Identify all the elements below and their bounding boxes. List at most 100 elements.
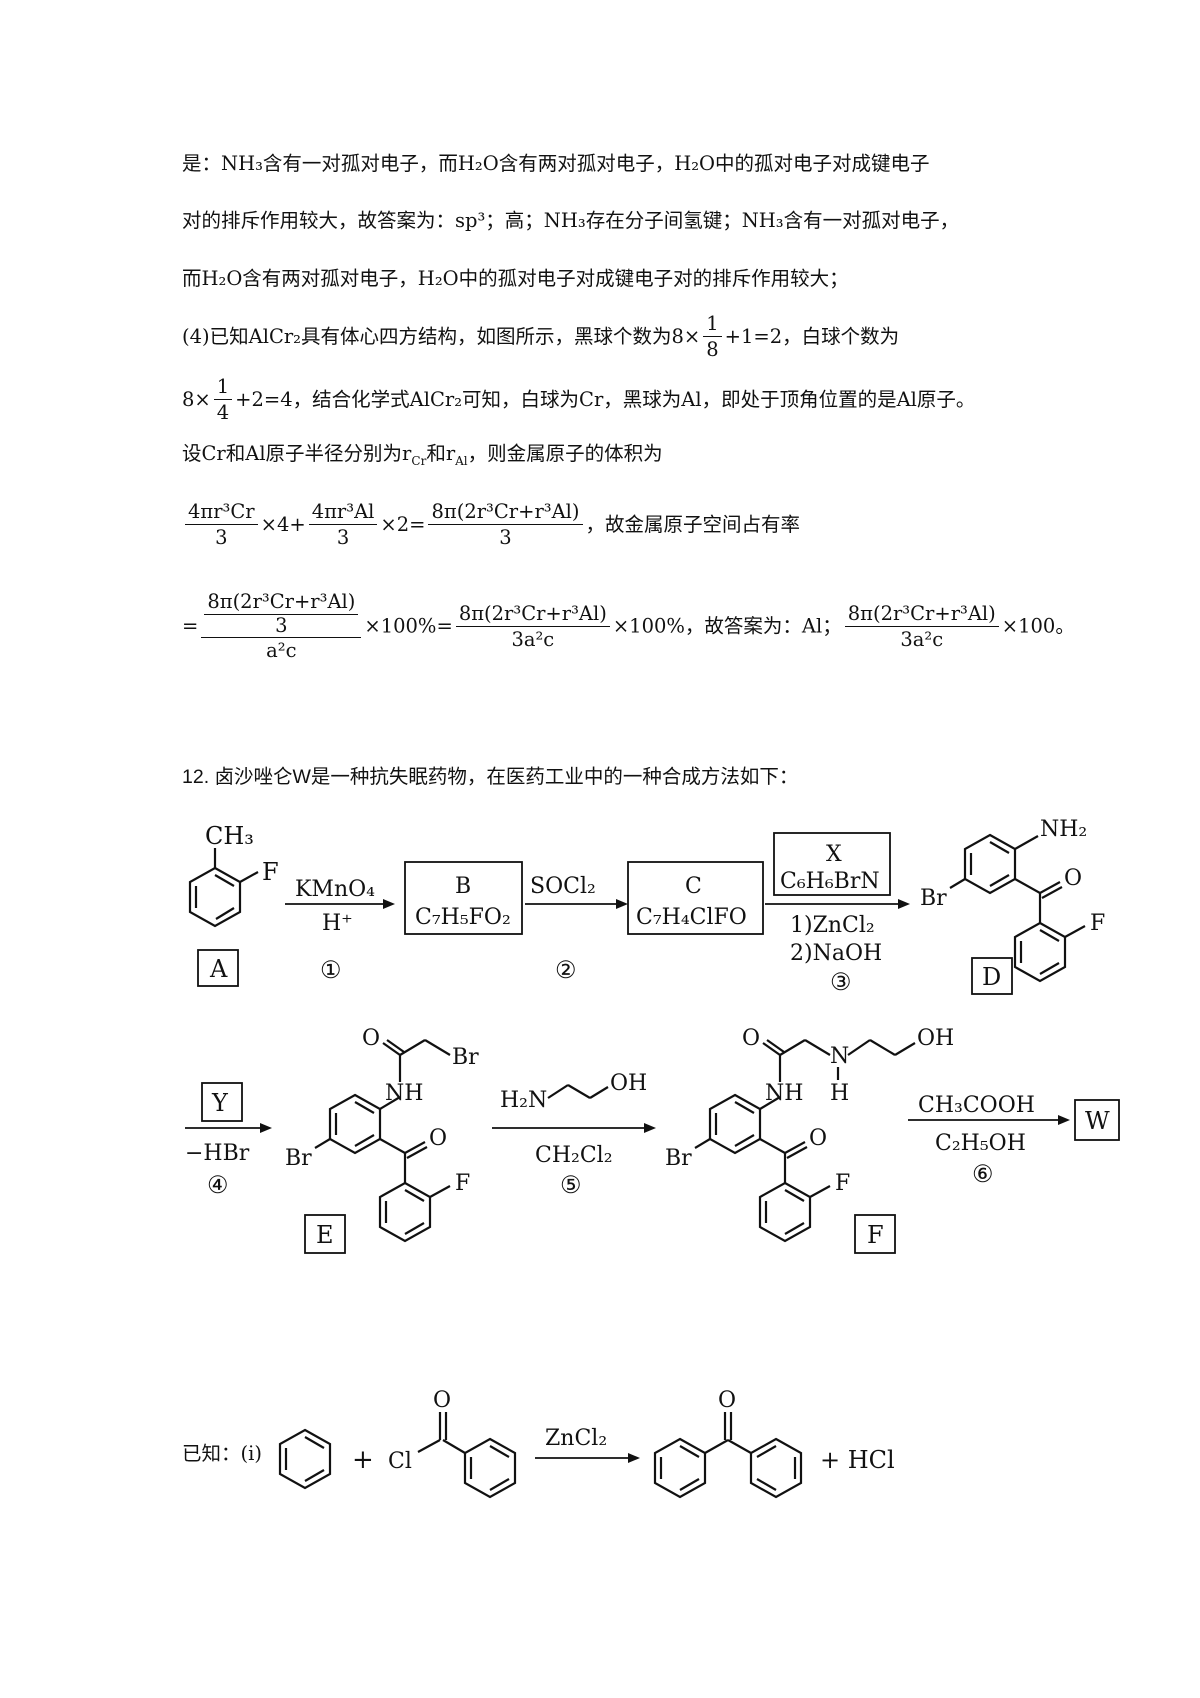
line5-start: 8×: [182, 388, 211, 411]
compound-a-structure: CH₃ F: [188, 822, 279, 928]
oh-label-f: OH: [917, 1026, 954, 1051]
label-a: A: [209, 955, 228, 983]
frac-num: 8π(2r³Cr+r³Al): [428, 500, 583, 525]
known-label: 已知：(ⅰ): [182, 1442, 262, 1465]
label-e: E: [316, 1221, 334, 1249]
line8-tail: ×100%，故答案为：Al；: [612, 614, 842, 638]
line8-end: ×100。: [1001, 614, 1075, 638]
step-2: ②: [555, 956, 577, 984]
n-label-f: N: [830, 1044, 849, 1069]
label-y: Y: [211, 1089, 229, 1117]
reagent-c2h5oh: C₂H₅OH: [935, 1131, 1026, 1156]
compound-d-structure: NH₂ Br O F: [920, 817, 1105, 983]
text-line-3: 而H₂O含有两对孤对电子，H₂O中的孤对电子对成键电子对的排斥作用较大；: [182, 267, 849, 290]
frac-den: 4: [216, 401, 230, 424]
frac-den: 3a²c: [511, 627, 555, 651]
frac-num: 1: [703, 312, 722, 337]
br-label-e: Br: [285, 1146, 312, 1171]
f-label-e: F: [455, 1171, 470, 1196]
text-line-1: 是：NH₃含有一对孤对电子，而H₂O含有两对孤对电子，H₂O中的孤对电子对成键电…: [182, 152, 930, 175]
o-label-e-amide: O: [362, 1026, 380, 1051]
frac-den: 3: [275, 614, 288, 637]
line7-tail: ，故金属原子空间占有率: [585, 513, 801, 536]
box-b: [404, 861, 523, 935]
label-d: D: [982, 963, 1001, 991]
reagent-oh: OH: [610, 1071, 647, 1096]
frac-den: 3a²c: [900, 627, 944, 651]
text-line-2: 对的排斥作用较大，故答案为：sp³；高；NH₃存在分子间氢键；NH₃含有一对孤对…: [182, 209, 960, 232]
times-two: ×2=: [380, 513, 426, 536]
label-w: W: [1085, 1107, 1110, 1135]
o-label-d: O: [1064, 866, 1082, 891]
inner-fraction: 8π(2r³Cr+r³Al)3: [204, 590, 359, 637]
f-label-a: F: [262, 858, 279, 886]
reagent-h2n: H₂N: [500, 1088, 547, 1113]
label-b: B: [455, 874, 471, 899]
reagent-h-plus: H⁺: [322, 911, 353, 936]
reagent-socl2: SOCl₂: [530, 874, 596, 899]
line6-b: 和r: [426, 442, 456, 465]
label-x: X: [826, 842, 842, 867]
formula-b: C₇H₅FO₂: [415, 905, 511, 930]
plus-sign-1: +: [352, 1445, 374, 1475]
nh2-label-d: NH₂: [1040, 817, 1087, 842]
frac-den: 3: [499, 526, 512, 549]
frac-den: 3: [215, 526, 228, 549]
br-label-e-top: Br: [452, 1045, 479, 1070]
hcl-product: + HCl: [820, 1446, 895, 1474]
line6-a: 设Cr和Al原子半径分别为r: [182, 442, 412, 465]
frac-den: a²c: [266, 639, 297, 662]
label-box-d: [971, 957, 1013, 995]
box-w: [1074, 1099, 1120, 1141]
reagent-naoh: 2)NaOH: [790, 941, 882, 966]
frac-num: 4πr³Al: [308, 500, 378, 525]
frac-num: 8π(2r³Cr+r³Al)3: [201, 590, 362, 638]
br-label-f: Br: [665, 1146, 692, 1171]
o-label-e: O: [429, 1126, 447, 1151]
question-12: 12. 卤沙唑仑W是一种抗失眠药物，在医药工业中的一种合成方法如下：: [182, 766, 799, 788]
line8-mid: ×100%=: [364, 614, 453, 638]
frac-den: 8: [706, 338, 719, 361]
fraction-answer: 8π(2r³Cr+r³Al)3a²c: [844, 602, 999, 653]
o-label-acyl: O: [433, 1388, 451, 1413]
line4-start: (4)已知AlCr₂具有体心四方结构，如图所示，黑球个数为8×: [182, 325, 701, 348]
formula-c: C₇H₄ClFO: [636, 905, 747, 930]
times-four: ×4+: [260, 513, 306, 536]
label-box-e: [304, 1214, 346, 1254]
step-6: ⑥: [972, 1160, 994, 1188]
reagent-zncl2-known: ZnCl₂: [545, 1426, 607, 1451]
line4-end: +1=2，白球个数为: [724, 325, 900, 348]
label-box-f: [854, 1214, 896, 1254]
o-label-f: O: [809, 1126, 827, 1151]
step-3: ③: [830, 968, 852, 996]
box-y: [201, 1082, 243, 1122]
step-4: ④: [207, 1171, 229, 1199]
frac-num: 4πr³Cr: [185, 500, 258, 525]
ch3-label: CH₃: [205, 822, 254, 850]
step-1: ①: [320, 956, 342, 984]
reagent-zncl2: 1)ZnCl₂: [790, 913, 875, 938]
reagent-ch2cl2: CH₂Cl₂: [535, 1143, 613, 1168]
br-label-d: Br: [920, 886, 947, 911]
compound-f-structure: O N H OH NH Br O F: [665, 1026, 954, 1243]
formula-x: C₆H₆BrN: [780, 869, 880, 894]
cl-label: Cl: [388, 1449, 412, 1474]
compound-e-structure: O Br NH Br O F: [285, 1026, 479, 1243]
reagent-minus-hbr: −HBr: [185, 1141, 250, 1166]
o-label-ketone: O: [718, 1388, 736, 1413]
o-label-f-amide: O: [742, 1026, 760, 1051]
fraction-v3: 8π(2r³Cr+r³Al)3: [428, 500, 583, 551]
frac-num: 1: [213, 375, 233, 400]
frac-num: 8π(2r³Cr+r³Al): [455, 602, 610, 627]
fraction-result: 8π(2r³Cr+r³Al)3a²c: [455, 602, 610, 653]
known-reaction: + Cl O ZnCl₂ O + HCl: [278, 1388, 895, 1499]
label-box-a: [197, 949, 239, 987]
